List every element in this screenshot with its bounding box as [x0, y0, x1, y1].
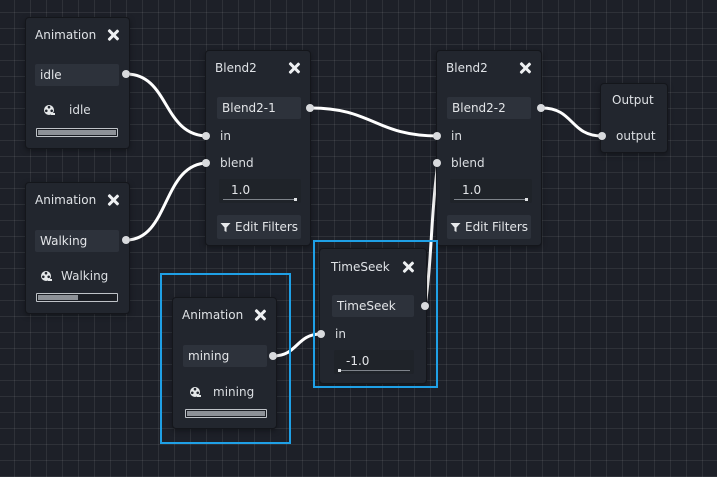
- close-icon[interactable]: [518, 61, 532, 75]
- blend2-node-1[interactable]: Blend2 Blend2-1 in blend 1.0 Edit Filter…: [205, 50, 311, 246]
- node-title: Output: [612, 93, 654, 107]
- node-title: Animation: [182, 308, 244, 322]
- close-icon[interactable]: [253, 308, 267, 322]
- film-reel-icon: [41, 271, 52, 281]
- animation-node-idle[interactable]: Animation idle idle: [25, 17, 130, 149]
- wire-blend1-to-blend2-in: [309, 106, 440, 138]
- filter-icon: [220, 222, 231, 232]
- animation-node-mining[interactable]: Animation mining mining: [172, 297, 277, 429]
- animation-label: mining: [213, 385, 255, 399]
- port-label-in: in: [451, 129, 462, 143]
- close-icon[interactable]: [401, 260, 415, 274]
- blend-amount-value: 1.0: [462, 183, 482, 197]
- port-mining-out[interactable]: [269, 352, 277, 360]
- node-header[interactable]: Blend2: [206, 51, 310, 85]
- film-reel-icon: [190, 387, 201, 397]
- wire-mining-to-timeseek-in: [271, 332, 323, 358]
- playback-progress: [36, 128, 118, 137]
- port-blend2-blend[interactable]: [433, 159, 441, 167]
- node-header[interactable]: Blend2: [437, 51, 541, 85]
- animation-selector[interactable]: Walking: [40, 269, 108, 283]
- port-idle-out[interactable]: [122, 70, 130, 78]
- output-node[interactable]: Output output: [600, 83, 668, 153]
- port-blend1-out[interactable]: [306, 104, 314, 112]
- animation-name-field[interactable]: mining: [183, 345, 267, 367]
- node-title: TimeSeek: [331, 260, 390, 274]
- node-header[interactable]: TimeSeek: [320, 249, 426, 285]
- node-header[interactable]: Animation: [26, 183, 129, 217]
- port-timeseek-out[interactable]: [421, 302, 429, 310]
- seek-position-slider[interactable]: -1.0: [334, 350, 414, 374]
- animation-label: idle: [69, 103, 91, 117]
- blend-amount-slider[interactable]: 1.0: [450, 179, 532, 203]
- blend-amount-slider[interactable]: 1.0: [219, 179, 301, 203]
- port-label-output: output: [616, 129, 656, 143]
- seek-position-value: -1.0: [346, 354, 370, 368]
- node-header[interactable]: Output: [601, 84, 667, 116]
- slider-thumb[interactable]: [294, 198, 297, 201]
- slider-track: [223, 199, 297, 200]
- node-name-field[interactable]: Blend2-1: [217, 97, 301, 119]
- node-name-field[interactable]: TimeSeek: [332, 295, 414, 317]
- edit-filters-label: Edit Filters: [234, 220, 299, 234]
- edit-filters-label: Edit Filters: [464, 220, 529, 234]
- wire-blend2-to-output: [540, 106, 604, 138]
- slider-track: [338, 370, 410, 371]
- close-icon[interactable]: [287, 61, 301, 75]
- port-label-blend: blend: [451, 156, 485, 170]
- wire-idle-to-blend1-in: [124, 72, 210, 138]
- slider-thumb[interactable]: [525, 198, 528, 201]
- animation-selector[interactable]: mining: [189, 385, 254, 399]
- timeseek-node[interactable]: TimeSeek TimeSeek in -1.0: [319, 248, 427, 384]
- node-title: Blend2: [215, 61, 257, 75]
- animation-label: Walking: [61, 269, 109, 283]
- animation-name-field[interactable]: Walking: [35, 230, 119, 252]
- close-icon[interactable]: [106, 28, 120, 42]
- playback-progress: [185, 409, 267, 418]
- blend2-node-2[interactable]: Blend2 Blend2-2 in blend 1.0 Edit Filter…: [436, 50, 542, 246]
- slider-track: [454, 199, 528, 200]
- slider-thumb[interactable]: [338, 369, 341, 372]
- port-blend2-in[interactable]: [433, 132, 441, 140]
- close-icon[interactable]: [106, 193, 120, 207]
- playback-progress: [36, 293, 118, 302]
- port-walking-out[interactable]: [122, 236, 130, 244]
- port-blend1-in[interactable]: [202, 132, 210, 140]
- animation-name-field[interactable]: idle: [35, 64, 119, 86]
- filter-icon: [450, 222, 461, 232]
- port-label-in: in: [220, 129, 231, 143]
- node-title: Blend2: [446, 61, 488, 75]
- port-output-in[interactable]: [598, 132, 606, 140]
- node-header[interactable]: Animation: [173, 298, 276, 332]
- blend-amount-value: 1.0: [231, 183, 251, 197]
- port-timeseek-in[interactable]: [317, 330, 325, 338]
- wire-walking-to-blend1-blend: [124, 161, 210, 242]
- port-blend1-blend[interactable]: [202, 159, 210, 167]
- film-reel-icon: [44, 105, 55, 115]
- port-label-blend: blend: [220, 156, 254, 170]
- port-blend2-out[interactable]: [537, 104, 545, 112]
- edit-filters-button[interactable]: Edit Filters: [217, 215, 301, 239]
- progress-fill: [38, 295, 78, 300]
- node-header[interactable]: Animation: [26, 18, 129, 52]
- animation-selector[interactable]: idle: [43, 103, 91, 117]
- port-label-in: in: [335, 327, 346, 341]
- node-title: Animation: [35, 193, 97, 207]
- animation-node-walking[interactable]: Animation Walking Walking: [25, 182, 130, 314]
- progress-fill: [38, 130, 116, 135]
- edit-filters-button[interactable]: Edit Filters: [447, 215, 531, 239]
- progress-fill: [187, 411, 265, 416]
- node-name-field[interactable]: Blend2-2: [447, 97, 531, 119]
- node-title: Animation: [35, 28, 97, 42]
